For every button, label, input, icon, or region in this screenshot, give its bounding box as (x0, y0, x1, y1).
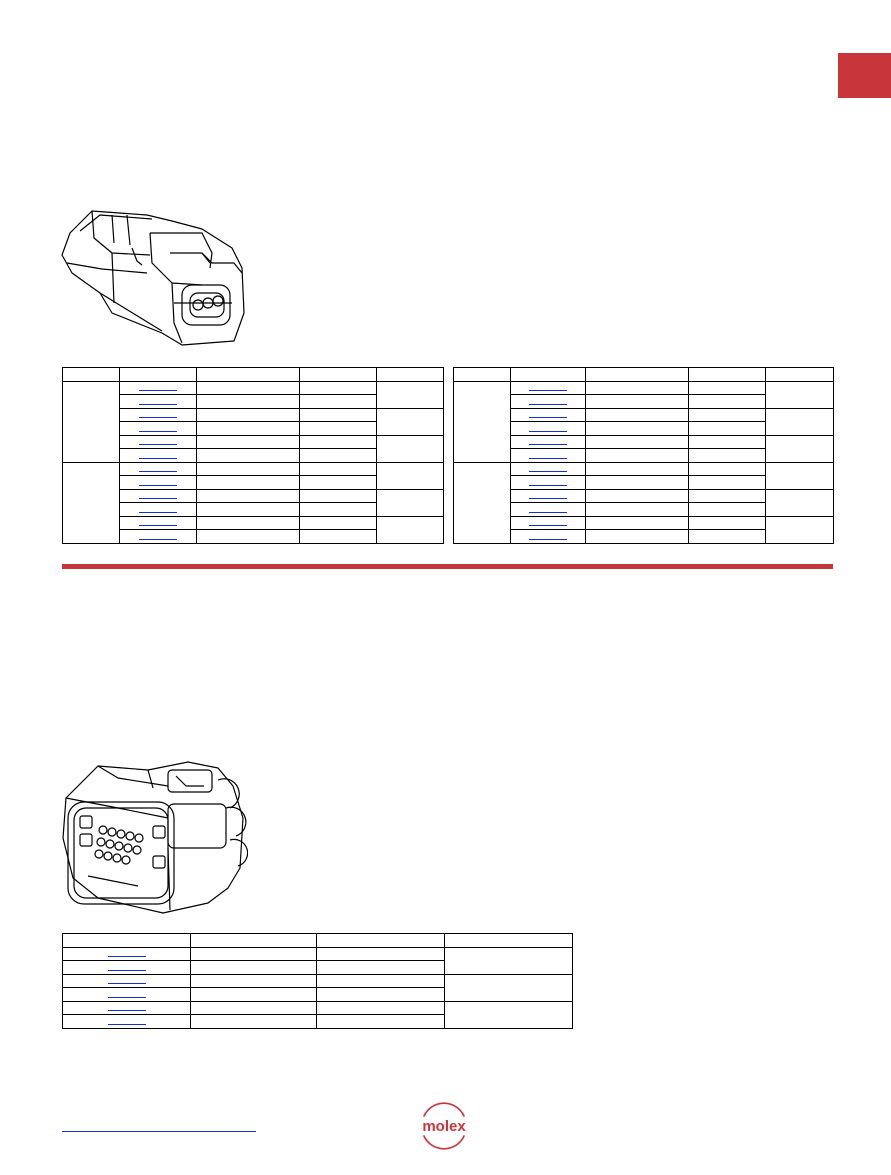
part-number-link[interactable] (139, 524, 177, 527)
table-row (63, 448, 444, 463)
table-row (62, 973, 573, 1002)
table-row (454, 407, 834, 436)
table-row (454, 529, 834, 544)
molex-logo: molex (422, 1102, 466, 1150)
table-row (62, 461, 444, 544)
footer-website-link[interactable] (62, 1131, 256, 1132)
part-table-left (62, 367, 444, 544)
part-number-link[interactable] (529, 430, 567, 432)
table-row (62, 987, 573, 1002)
part-number-link[interactable] (107, 1009, 146, 1012)
part-number-link[interactable] (107, 955, 146, 958)
part-number-link[interactable] (529, 403, 567, 405)
table-row (454, 448, 834, 463)
section-tab-marker (838, 53, 891, 98)
part-number-link[interactable] (139, 511, 177, 513)
table-header-row (453, 367, 834, 382)
table-row (62, 380, 444, 463)
part-number-link[interactable] (107, 969, 146, 971)
table-row (63, 407, 444, 436)
table-row (454, 434, 834, 463)
part-number-link[interactable] (529, 538, 567, 540)
part-number-link[interactable] (139, 416, 177, 419)
part-number-link[interactable] (139, 457, 177, 459)
part-number-link[interactable] (139, 430, 177, 432)
table-row (454, 394, 834, 409)
table-row (454, 515, 834, 544)
part-number-link[interactable] (139, 403, 177, 405)
table-row (62, 1014, 573, 1029)
part-number-link[interactable] (529, 443, 567, 446)
connector-16-circuit-receptacle-icon (62, 761, 248, 914)
part-number-link[interactable] (139, 443, 177, 446)
table-row (63, 515, 444, 544)
section-divider (62, 564, 833, 569)
part-number-link[interactable] (529, 389, 567, 392)
table-row (63, 434, 444, 463)
part-number-link[interactable] (529, 416, 567, 419)
table-row (453, 380, 834, 463)
table-row (63, 421, 444, 436)
part-number-link[interactable] (107, 996, 146, 998)
table-row (63, 475, 444, 490)
part-number-link[interactable] (107, 1023, 146, 1025)
connector-3-circuit-receptacle-icon (61, 210, 245, 346)
table-header-row (62, 933, 573, 948)
table-row (62, 1000, 573, 1029)
part-table-right (453, 367, 834, 544)
part-number-link[interactable] (107, 982, 146, 985)
table-row (453, 461, 834, 544)
table-row (62, 946, 573, 975)
part-number-link[interactable] (139, 497, 177, 500)
part-number-link[interactable] (529, 470, 567, 473)
part-number-link[interactable] (139, 484, 177, 486)
part-number-link[interactable] (529, 497, 567, 500)
part-number-link[interactable] (529, 484, 567, 486)
part-number-link[interactable] (139, 538, 177, 540)
part-number-link[interactable] (139, 389, 177, 392)
part-number-link[interactable] (529, 457, 567, 459)
part-number-link[interactable] (139, 470, 177, 473)
table-row (62, 960, 573, 975)
table-row (63, 488, 444, 517)
table-header-row (62, 367, 444, 382)
table-row (454, 475, 834, 490)
table-row (63, 394, 444, 409)
part-number-link[interactable] (529, 524, 567, 527)
part-number-link[interactable] (529, 511, 567, 513)
part-table-section2 (62, 933, 573, 1029)
table-row (63, 529, 444, 544)
table-row (454, 421, 834, 436)
table-row (454, 488, 834, 517)
svg-text:molex: molex (422, 1118, 466, 1135)
